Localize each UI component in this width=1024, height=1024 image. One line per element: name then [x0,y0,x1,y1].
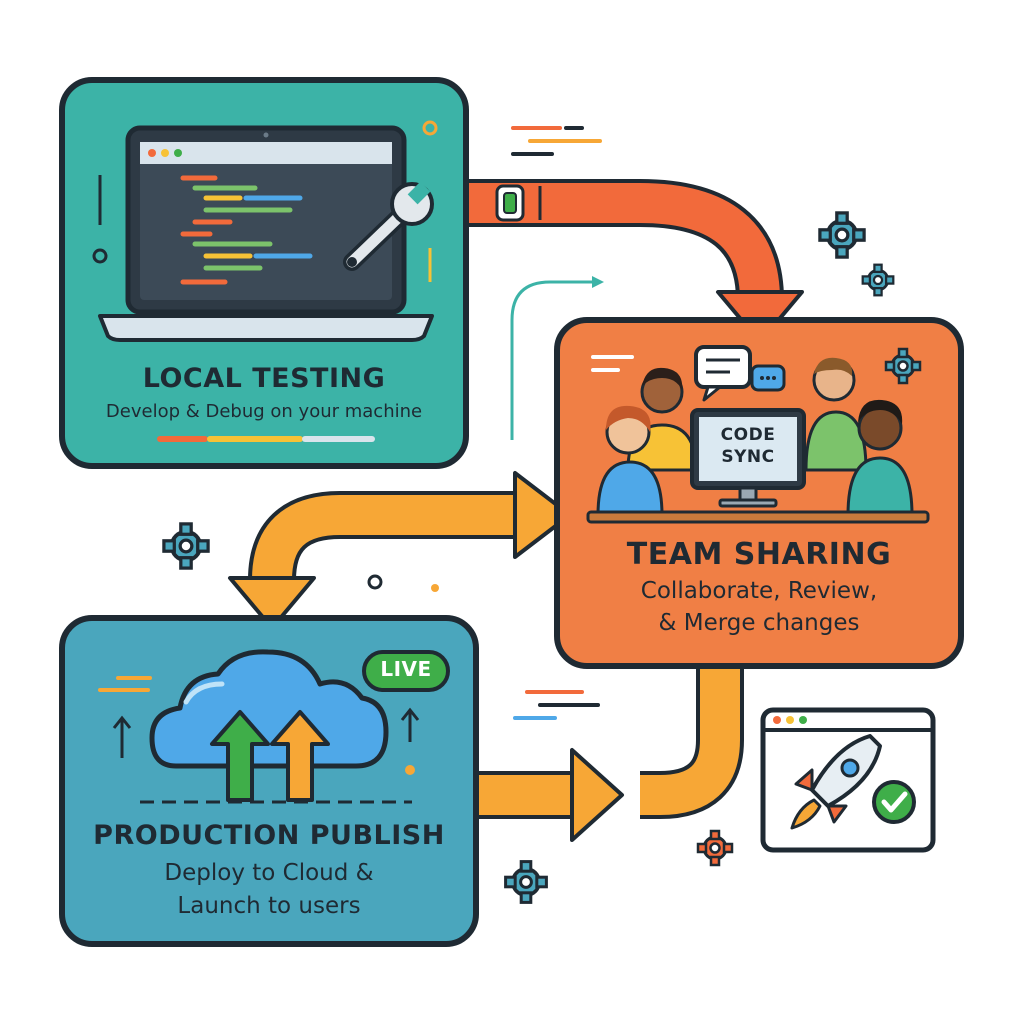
check-icon [872,780,916,824]
local-testing-title: LOCAL TESTING [142,363,386,394]
production-subtitle-line1: Deploy to Cloud & [164,860,374,886]
team-people [596,357,914,517]
team-sharing-subtitle-line1: Collaborate, Review, [640,578,878,604]
rocket-icon [790,734,882,830]
gear-icon [696,829,734,867]
local-testing-subtitle: Develop & Debug on your machine [105,401,423,422]
decor-dashes [511,126,602,720]
production-title: PRODUCTION PUBLISH [93,820,445,851]
production-panel [59,615,479,947]
gear-icon [503,859,549,905]
code-sync-text-line2: SYNC [721,447,775,467]
laptop-icon [98,125,434,342]
team-sharing-panel [554,317,964,669]
local-testing-panel [59,77,469,469]
arrow-team-to-production [228,471,572,630]
cloud-upload-icon [149,649,389,802]
team-sharing-title: TEAM SHARING [626,537,892,572]
gear-icon [161,521,211,571]
wrench-icon [343,181,434,271]
gear-icon [861,263,895,297]
guide-arrow [510,276,604,440]
rocket-window [760,707,936,853]
live-badge-label: LIVE [380,657,432,681]
gear-icon [817,210,867,260]
chat-bubble-icon [694,345,786,402]
side-up-arrows [112,707,420,758]
production-subtitle-line2: Launch to users [177,893,361,919]
code-sync-text-line1: CODE [720,425,776,445]
code-sync-monitor [690,408,806,508]
live-badge [362,650,450,692]
arrow-production-to-team [476,668,744,842]
team-sharing-subtitle-line2: & Merge changes [658,610,860,636]
